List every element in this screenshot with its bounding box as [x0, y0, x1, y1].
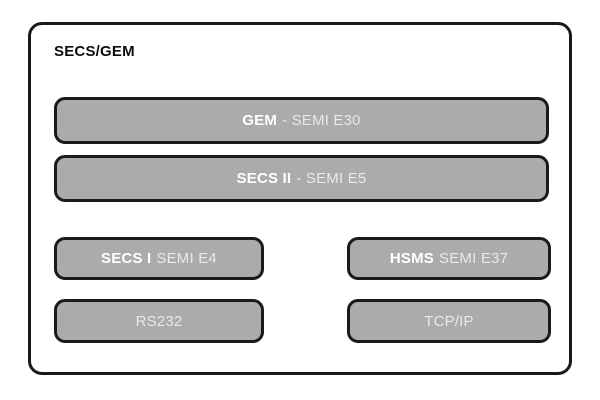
layer-box-gem: GEM - SEMI E30: [54, 97, 549, 144]
layer-box-tcpip: TCP/IP: [347, 299, 551, 343]
secs-gem-stack-diagram: SECS/GEM GEM - SEMI E30 SECS II - SEMI E…: [28, 22, 572, 375]
layer-name-gem: GEM: [242, 112, 278, 129]
layer-standard-secs1: SEMI E4: [156, 250, 217, 267]
layer-name-secs1: SECS I: [101, 250, 152, 267]
layer-name-secs2: SECS II: [236, 170, 292, 187]
layer-name-hsms: HSMS: [389, 250, 434, 267]
layer-standard-hsms: SEMI E37: [439, 250, 509, 267]
layer-standard-gem: - SEMI E30: [282, 112, 361, 129]
layer-box-secs2: SECS II - SEMI E5: [54, 155, 549, 202]
layer-box-secs1: SECS I SEMI E4: [54, 237, 264, 280]
layer-standard-secs2: - SEMI E5: [296, 170, 367, 187]
layer-box-hsms: HSMS SEMI E37: [347, 237, 551, 280]
layer-box-rs232: RS232: [54, 299, 264, 343]
layer-name-tcpip: TCP/IP: [424, 312, 474, 330]
layer-name-rs232: RS232: [135, 312, 183, 330]
diagram-title: SECS/GEM: [54, 43, 135, 60]
